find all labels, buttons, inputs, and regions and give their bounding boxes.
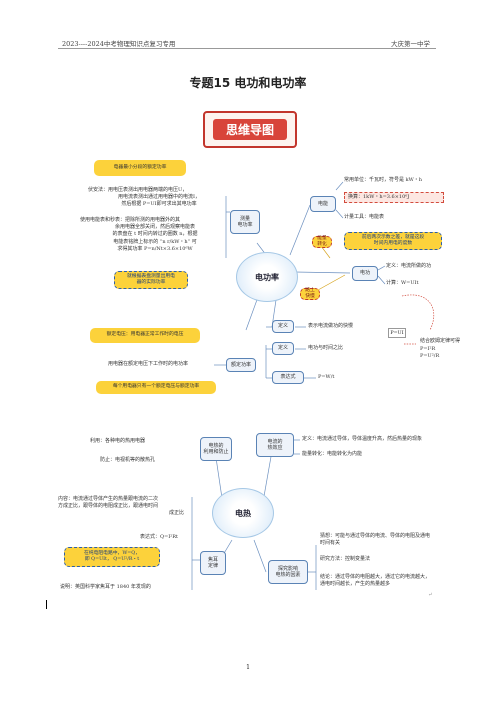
rated-power-text: 用电器在额定电压下工作时的电功率	[108, 361, 189, 367]
work-def-text: 定义：电流所做的功	[386, 263, 432, 269]
node-def2: 定义	[272, 342, 294, 355]
node-dianneng: 电能	[310, 196, 336, 212]
expr-text: P=W/t	[318, 374, 335, 380]
connector-cross-link	[317, 274, 346, 291]
doc-title: 专题15 电功和电功率	[189, 76, 307, 90]
note-meter-reading: 前后两次示数之差，就是这段 时间内用电的度数	[344, 232, 442, 250]
content-text: 内容：电流通过导体产生的热量跟电流的二次 方成正比，跟导体的电阻成正比，跟通电时…	[58, 496, 184, 517]
method-text: 研究方法：控制变量法	[320, 556, 371, 562]
effect-energy-text: 能量转化：电能转化为内能	[302, 451, 363, 457]
meter-method-text: 使用电能表和秒表：把除所测的用电器外的其 余用电器全部关闭，然后观察电能表 的表…	[80, 217, 198, 252]
conclusion-text: 结论：通过导体的电阻越大，通过它的电流越大， 通电时间越长，产生的热量越多	[320, 574, 431, 588]
node-heat-effect: 电流的 热效应	[256, 433, 294, 457]
node-measure-power: 测量 电功率	[230, 210, 260, 234]
header-left: 2023----2024中考物理知识点复习专用	[62, 40, 176, 48]
connector-factor	[253, 539, 267, 573]
cross-link-tag: 路上快慢	[300, 288, 320, 300]
guess-text: 猜想：可能与通过导体的电流、导体的电阻及通电 时间有关	[320, 533, 431, 547]
note-pure-resistance: 在纯电阻电路中，W=Q， 即 Q=UIt， Q=U²/R・t	[64, 547, 160, 567]
center-node-power: 电功率	[236, 252, 298, 302]
pui-box: P=UI	[388, 328, 406, 338]
node-heat-use: 电热的 利用和防止	[200, 437, 232, 461]
connector-pui	[401, 294, 435, 331]
return-mark: ↵	[428, 592, 433, 598]
header-right: 大庆第一中学	[391, 40, 430, 48]
node-def: 定义	[272, 320, 294, 333]
connector-work	[294, 271, 351, 274]
node-joule-law: 焦耳 定律	[200, 551, 226, 575]
def-text: 表示电流做功的快慢	[308, 323, 354, 329]
combo-text: 结合欧姆定律可得 P=I²R P=U²/R	[420, 338, 461, 359]
explain-text: 说明：英国科学家焦耳于 1840 年发现的	[60, 584, 151, 590]
conversion-box: 换算：1kW・h=3.6×10⁶J	[344, 192, 444, 203]
connector-dianneng	[289, 204, 311, 256]
note-rated-unique: 每个用电器只有一个额定电压与额定功率	[96, 381, 216, 394]
center-node-heat: 电热	[212, 488, 274, 538]
def2-text: 电功与时间之比	[308, 345, 344, 351]
node-heat-factors: 探究影响 电热的因素	[268, 560, 308, 584]
unit-text: 常用单位：千瓦时，符号是 kW・h	[344, 177, 422, 183]
node-rated-power: 额定功率	[226, 358, 256, 372]
header-rule	[58, 48, 436, 49]
page-number: 1	[246, 664, 250, 671]
fuanfa-text: 伏安法：用电压表测出用电器两端的电压U， 用电流表测出通过用电器中的电流I， 然…	[88, 187, 200, 208]
prevent-text: 防止：电视机等的散热孔	[100, 457, 156, 463]
work-calc-text: 计算：W=UIt	[386, 280, 419, 286]
effect-def-text: 定义：电流通过导体，导体温度升高，然后热量的现象	[302, 436, 423, 442]
note-meter: 就根据表盘测量出用电 器的实际功率	[114, 271, 188, 289]
note-rated: 电器最小分段的额定功率	[94, 160, 186, 176]
node-expr: 表达式	[272, 371, 304, 384]
note-rated-voltage: 额定电压：用电器正常工作时的电压	[90, 328, 200, 343]
mind-map-banner-label: 思维导图	[213, 119, 287, 140]
node-work: 电功	[352, 266, 378, 281]
text-cursor	[46, 600, 47, 609]
connector-rated	[245, 296, 259, 331]
energy-transfer-tag: 能量转化	[312, 236, 332, 248]
use-text: 利用：各种电的热用电器	[90, 438, 146, 444]
meter-tool-text: 计量工具：电能表	[344, 214, 385, 220]
mind-map-banner: 思维导图	[203, 111, 297, 148]
expr-heat-text: 表达式：Q=I²Rt	[140, 534, 179, 540]
